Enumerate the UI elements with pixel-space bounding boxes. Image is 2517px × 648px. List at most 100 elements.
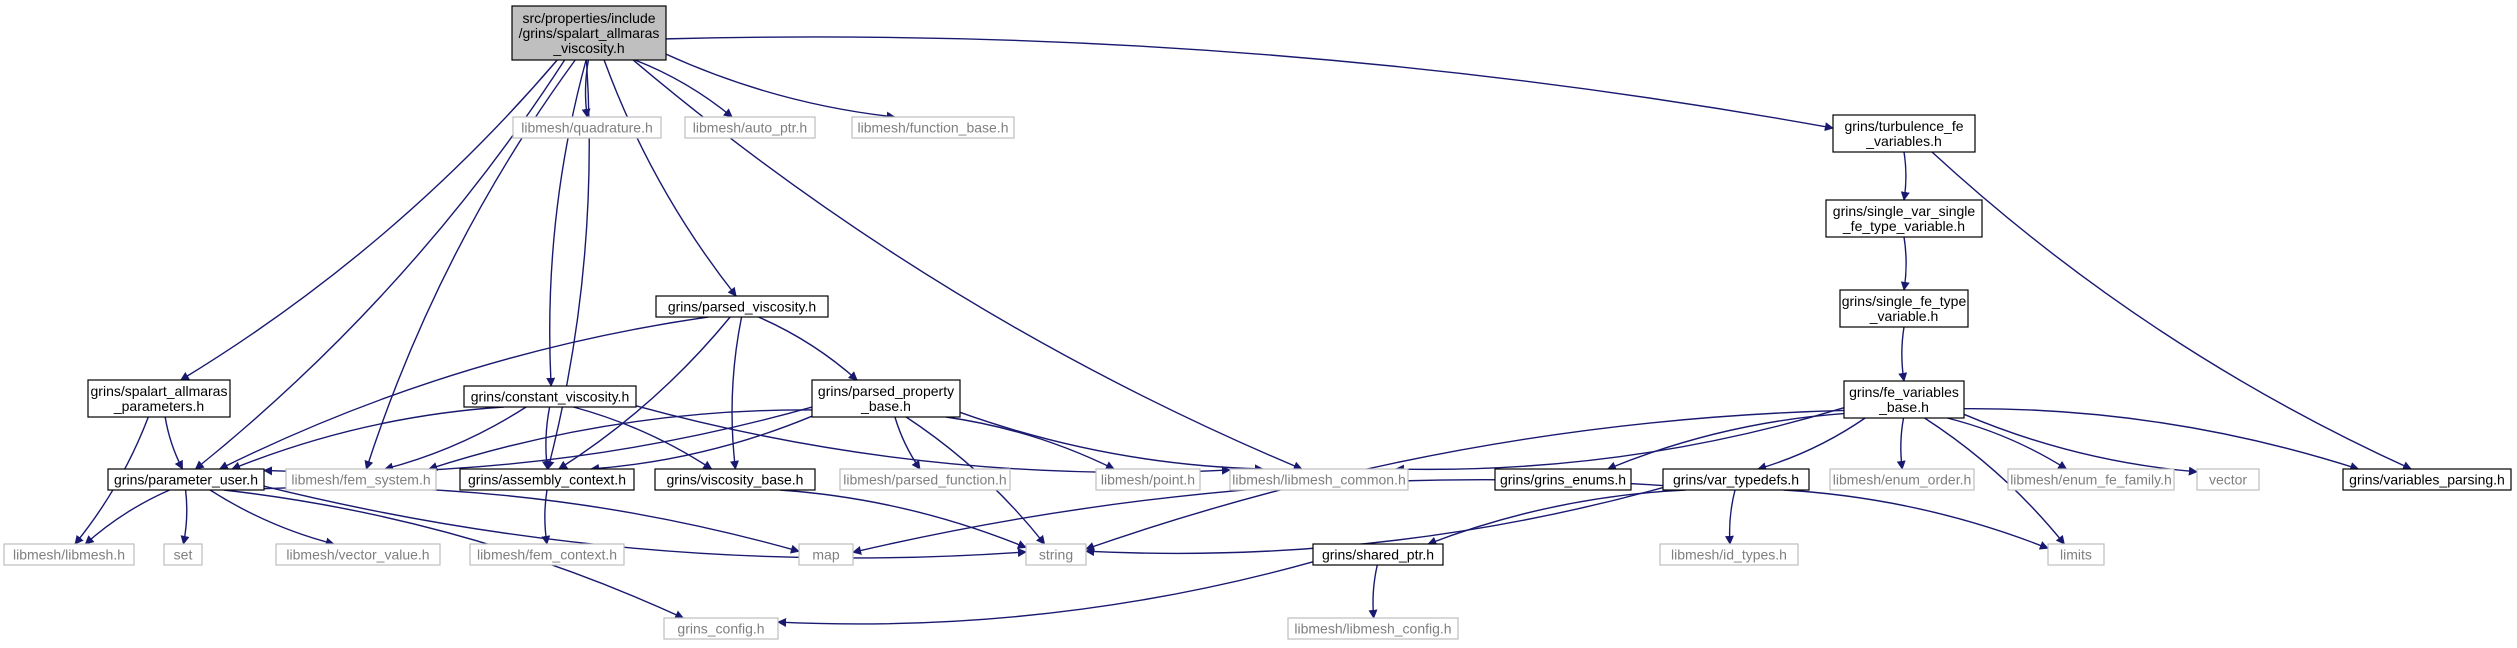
node-id-types[interactable]: libmesh/id_types.h [1659,543,1799,566]
edge-parsed_property-to-parsed_function [894,416,921,470]
node-limits[interactable]: limits [2047,543,2105,566]
node-fe-variables-base[interactable]: grins/fe_variables_base.h [1843,380,1965,419]
node-enum-order[interactable]: libmesh/enum_order.h [1829,468,1975,491]
node-box [163,543,203,566]
node-label: grins/single_var_single [1833,203,1976,219]
node-label: grins/parsed_viscosity.h [668,299,816,315]
node-box [2342,468,2512,491]
node-libmesh-h[interactable]: libmesh/libmesh.h [3,543,135,566]
nodes-layer: src/properties/include/grins/spalart_all… [3,5,2512,640]
node-variables-parsing[interactable]: grins/variables_parsing.h [2342,468,2512,491]
node-box [663,617,779,640]
node-box [811,379,961,418]
node-label: libmesh/fem_system.h [291,472,430,488]
node-label: libmesh/enum_fe_family.h [2010,472,2172,488]
edge-parameter_user-to-grins_config [223,489,685,619]
edge-root-to-function_base [665,53,896,121]
node-libmesh-common[interactable]: libmesh/libmesh_common.h [1229,468,1409,491]
node-box [1832,114,1976,153]
node-label: grins/spalart_allmaras [91,383,228,399]
node-root[interactable]: src/properties/include/grins/spalart_all… [511,5,667,61]
edge-fe_variables_base-to-var_typedefs [1757,417,1866,472]
node-parameter-user[interactable]: grins/parameter_user.h [107,468,265,491]
edge-parsed_property-to-libmesh_common [959,411,1264,474]
node-box [1312,543,1444,566]
edge-sa_parameters-to-parameter_user [164,416,184,470]
node-label: libmesh/vector_value.h [286,547,429,563]
node-box [2047,543,2105,566]
node-parsed-property[interactable]: grins/parsed_property_base.h [811,379,961,418]
node-label: grins/parameter_user.h [114,472,258,488]
node-box [1229,468,1409,491]
node-label: libmesh/auto_ptr.h [693,120,807,136]
node-box [1839,289,1969,328]
edge-parsed_viscosity-to-parsed_property [758,316,858,381]
edge-parameter_user-to-libmesh_h [84,489,170,545]
edge-var_typedefs-to-shared_ptr [1427,489,1686,546]
edge-viscosity_base-to-string [779,489,1027,549]
node-auto-ptr[interactable]: libmesh/auto_ptr.h [684,116,816,139]
edge-turbulence_fe-to-variables_parsing [1931,151,2412,470]
node-libmesh-config[interactable]: libmesh/libmesh_config.h [1287,617,1459,640]
node-map[interactable]: map [798,543,854,566]
node-label: grins/grins_enums.h [1500,472,1626,488]
node-grins-enums[interactable]: grins/grins_enums.h [1494,468,1632,491]
node-box [1662,468,1810,491]
node-assembly-context[interactable]: grins/assembly_context.h [459,468,635,491]
node-label: libmesh/libmesh.h [13,547,125,563]
node-sa-parameters[interactable]: grins/spalart_allmaras_parameters.h [87,379,231,418]
node-box [469,543,625,566]
node-label: grins/variables_parsing.h [2349,472,2505,488]
edge-root-to-assembly_context [545,59,590,470]
node-turbulence-fe[interactable]: grins/turbulence_fe_variables.h [1832,114,1976,153]
node-label: limits [2060,547,2092,563]
node-vector-value[interactable]: libmesh/vector_value.h [275,543,441,566]
node-quadrature[interactable]: libmesh/quadrature.h [512,116,662,139]
node-label: /grins/spalart_allmaras [519,25,660,41]
node-string[interactable]: string [1025,543,1087,566]
node-box [1494,468,1632,491]
node-enum-fe-family[interactable]: libmesh/enum_fe_family.h [2007,468,2175,491]
node-viscosity-base[interactable]: grins/viscosity_base.h [654,468,816,491]
edge-var_typedefs-to-string [1085,486,1664,557]
node-label: libmesh/parsed_function.h [843,472,1006,488]
node-function-base[interactable]: libmesh/function_base.h [851,116,1015,139]
node-label: _base.h [860,398,911,414]
node-label: _base.h [1878,399,1929,415]
node-box [1843,380,1965,419]
node-box [1825,199,1983,238]
node-fem-system[interactable]: libmesh/fem_system.h [285,468,437,491]
edge-root-to-constant_viscosity [546,59,587,387]
edge-root-to-parameter_user [194,59,566,470]
edge-parsed_viscosity-to-assembly_context [558,316,731,470]
edge-parsed_viscosity-to-parameter_user [218,316,709,470]
node-label: grins/viscosity_base.h [667,472,804,488]
node-var-typedefs[interactable]: grins/var_typedefs.h [1662,468,1810,491]
node-point[interactable]: libmesh/point.h [1095,468,1201,491]
node-box [459,468,635,491]
edge-root-to-fem_system [364,59,576,470]
node-single-var[interactable]: grins/single_var_single_fe_type_variable… [1825,199,1983,238]
node-box [2007,468,2175,491]
node-shared-ptr[interactable]: grins/shared_ptr.h [1312,543,1444,566]
node-vector[interactable]: vector [2196,468,2260,491]
edge-parsed_viscosity-to-viscosity_base [730,316,743,470]
node-set[interactable]: set [163,543,203,566]
node-box [684,116,816,139]
node-parsed-function[interactable]: libmesh/parsed_function.h [839,468,1011,491]
node-label: string [1039,547,1073,563]
node-box [839,468,1011,491]
node-box [1287,617,1459,640]
edge-shared_ptr-to-grins_config [777,561,1314,627]
node-parsed-viscosity[interactable]: grins/parsed_viscosity.h [655,295,829,318]
node-label: _variable.h [1869,308,1939,324]
node-label: _viscosity.h [552,40,624,56]
node-fem-context[interactable]: libmesh/fem_context.h [469,543,625,566]
node-label: libmesh/libmesh_config.h [1294,621,1451,637]
node-grins-config[interactable]: grins_config.h [663,617,779,640]
node-single-fe-type[interactable]: grins/single_fe_type_variable.h [1839,289,1969,328]
node-box [285,468,437,491]
edge-constant_viscosity-to-viscosity_base [573,406,713,470]
node-constant-viscosity[interactable]: grins/constant_viscosity.h [463,385,637,408]
edge-fe_variables_base-to-string [1085,409,1845,551]
